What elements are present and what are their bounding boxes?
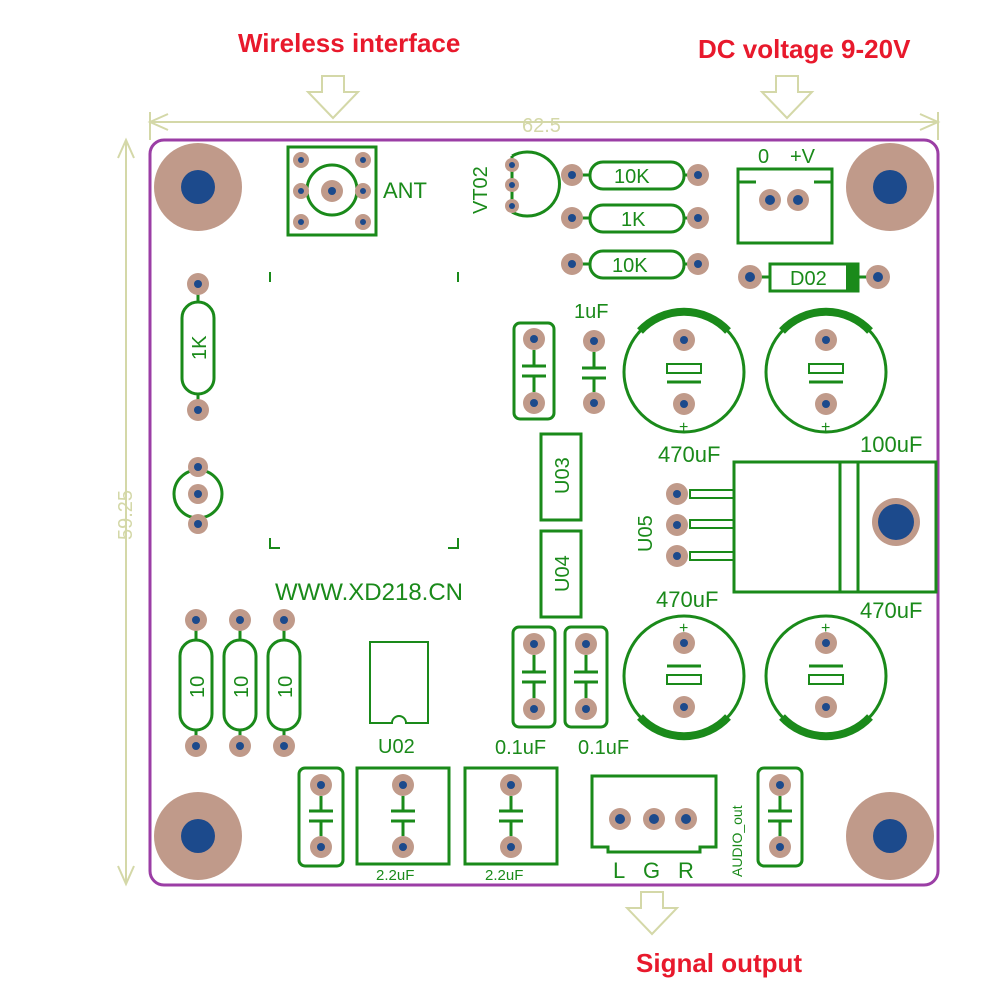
width-value: 62.5 <box>522 115 561 137</box>
resistor-10k-bottom: 10K <box>561 249 709 280</box>
c-22uf-a-label: 2.2uF <box>376 867 414 884</box>
capacitor-1uf: 1uF <box>574 301 608 414</box>
pin-g-label: G <box>643 858 660 883</box>
height-value: 59.25 <box>115 490 137 540</box>
power-connector: 0 +V <box>736 146 834 245</box>
width-dimension: 62.5 <box>147 112 941 140</box>
website-label: WWW.XD218.CN <box>275 579 463 606</box>
left-small-transistor <box>172 457 224 534</box>
ic-u02: U02 <box>369 641 429 758</box>
capacitor-01uf-a: 0.1uF <box>495 625 557 759</box>
u05-label: U05 <box>635 515 657 552</box>
r-10-a-label: 10 <box>187 676 209 698</box>
ant-label: ANT <box>383 178 427 203</box>
c-100uf-label: 100uF <box>860 432 922 457</box>
c-1uf-label: 1uF <box>574 301 608 323</box>
wireless-arrow-icon <box>305 75 361 120</box>
diode-d02: D02 <box>738 262 890 293</box>
audio-out-label: AUDIO_out <box>729 805 745 877</box>
resistor-10-b: 10 <box>222 609 258 757</box>
board-outline <box>148 138 940 887</box>
capacitor-bottom-right <box>756 766 804 868</box>
mounting-hole-bottom-left <box>154 792 242 880</box>
c-470uf-2-label: 470uF <box>656 587 718 612</box>
ic-u03: U03 <box>539 432 583 522</box>
c-470uf-1-label: 470uF <box>658 442 720 467</box>
resistor-10-c: 10 <box>266 609 302 757</box>
resistor-10-a: 10 <box>178 609 214 757</box>
module-footprint <box>269 272 459 549</box>
capacitor-470uf-bottom-right: 470uF + <box>764 598 922 741</box>
resistor-1k-top: 1K <box>561 203 709 234</box>
capacitor-470uf-bottom-left: 470uF + <box>622 587 746 741</box>
capacitor-100uf: + 100uF <box>764 307 922 457</box>
mounting-hole-bottom-right <box>846 792 934 880</box>
transistor-vt02: VT02 <box>470 150 561 218</box>
r-10-c-label: 10 <box>275 676 297 698</box>
c-01uf-b-label: 0.1uF <box>578 737 629 759</box>
u04-label: U04 <box>552 555 574 592</box>
c-01uf-a-label: 0.1uF <box>495 737 546 759</box>
plus-sign: + <box>679 419 688 436</box>
resistor-10k-top: 10K <box>561 160 709 191</box>
plus-sign: + <box>821 419 830 436</box>
c-470uf-3-label: 470uF <box>860 598 922 623</box>
dc-arrow-icon <box>759 75 815 120</box>
mounting-hole-top-right <box>846 143 934 231</box>
capacitor-22uf-a: 2.2uF <box>355 766 451 884</box>
pin-l-label: L <box>613 858 625 883</box>
pin-r-label: R <box>678 858 694 883</box>
plus-v-label: +V <box>790 146 816 168</box>
antenna-connector: ANT <box>286 145 427 237</box>
zero-label: 0 <box>758 146 769 168</box>
capacitor-470uf-top-left: + 470uF <box>622 307 746 467</box>
r-1k-left-label: 1K <box>189 335 211 360</box>
d02-label: D02 <box>790 268 827 290</box>
regulator-u05: U05 <box>635 460 938 594</box>
vt02-label: VT02 <box>470 166 492 214</box>
capacitor-ceramic-a <box>512 321 556 421</box>
audio-output-connector: L G R AUDIO_out <box>590 774 745 883</box>
r-1k-top-label: 1K <box>621 209 646 231</box>
height-dimension: 59.25 <box>115 137 137 887</box>
capacitor-bottom-left <box>297 766 345 868</box>
resistor-1k-left: 1K <box>180 273 216 421</box>
plus-sign: + <box>679 620 688 637</box>
capacitor-22uf-b: 2.2uF <box>463 766 559 884</box>
capacitor-01uf-b: 0.1uF <box>563 625 629 759</box>
signal-output-label: Signal output <box>636 948 802 978</box>
signal-arrow-icon <box>624 891 680 936</box>
plus-sign: + <box>821 620 830 637</box>
r-10-b-label: 10 <box>231 676 253 698</box>
r-10k-bottom-label: 10K <box>612 255 648 277</box>
u03-label: U03 <box>552 457 574 494</box>
u02-label: U02 <box>378 736 415 758</box>
ic-u04: U04 <box>539 529 583 619</box>
wireless-interface-label: Wireless interface <box>238 28 460 58</box>
c-22uf-b-label: 2.2uF <box>485 867 523 884</box>
dc-voltage-label: DC voltage 9-20V <box>698 34 911 64</box>
r-10k-top-label: 10K <box>614 166 650 188</box>
mounting-hole-top-left <box>154 143 242 231</box>
